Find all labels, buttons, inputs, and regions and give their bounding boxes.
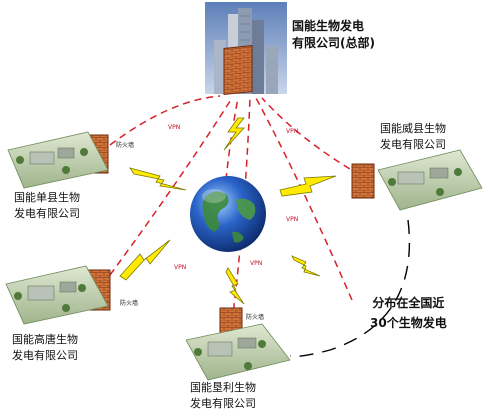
firewall-hq-icon (223, 44, 253, 96)
summary-label: 分布在全国近 30个生物发电 (370, 293, 447, 333)
vpn-link-shanxian-hq (109, 95, 221, 146)
kenli-label-line2: 发电有限公司 (190, 397, 256, 410)
plant-gaotang-image (5, 265, 109, 325)
hq-label-line1: 国能生物发电 (292, 19, 365, 33)
firewall-gaotang-label: 防火墙 (120, 300, 139, 307)
other-plants-curve (289, 219, 411, 358)
internet-links (119, 117, 337, 305)
bolt-gaotang (119, 239, 171, 281)
bolt-remote (291, 255, 321, 277)
gaotang-label-line1: 国能高唐生物 (12, 333, 78, 346)
bolt-shanxian (129, 167, 187, 191)
shanxian-label: 国能单县生物 发电有限公司 (14, 190, 80, 222)
gaotang-label-line2: 发电有限公司 (12, 349, 78, 362)
hq-label-line2: 有限公司(总部) (292, 36, 375, 50)
summary-label-line1: 分布在全国近 (372, 296, 445, 310)
hq-label: 国能生物发电 有限公司(总部) (292, 18, 375, 52)
shanxian-label-line2: 发电有限公司 (14, 207, 80, 220)
vpn-label: VPN (286, 128, 299, 135)
weixian-label-line2: 发电有限公司 (380, 138, 446, 151)
kenli-label: 国能垦利生物 发电有限公司 (190, 380, 256, 412)
weixian-label: 国能威县生物 发电有限公司 (380, 121, 446, 153)
vpn-label: VPN (286, 216, 299, 223)
vpn-label: VPN (174, 264, 187, 271)
plant-shanxian-image (7, 131, 109, 189)
vpn-link-remote-hq (255, 97, 353, 301)
vpn-link-gaotang-hq (109, 97, 233, 276)
firewall-weixian-icon (351, 163, 375, 199)
gaotang-label: 国能高唐生物 发电有限公司 (12, 332, 78, 364)
bolt-hq (223, 117, 245, 151)
vpn-link-weixian-hq (261, 97, 361, 176)
vpn-label: VPN (250, 260, 263, 267)
bolt-weixian (279, 175, 337, 197)
shanxian-label-line1: 国能单县生物 (14, 191, 80, 204)
firewall-kenli-label: 防火墙 (246, 314, 265, 321)
vpn-label: VPN (168, 124, 181, 131)
hq-building-image (205, 2, 287, 94)
summary-label-line2: 30个生物发电 (370, 316, 447, 330)
internet-globe (190, 176, 266, 252)
kenli-label-line1: 国能垦利生物 (190, 381, 256, 394)
plant-weixian-image (377, 149, 483, 211)
bolt-kenli (225, 267, 245, 305)
plant-kenli-image (185, 323, 291, 381)
weixian-label-line1: 国能威县生物 (380, 122, 446, 135)
firewall-shanxian-label: 防火墙 (116, 142, 135, 149)
